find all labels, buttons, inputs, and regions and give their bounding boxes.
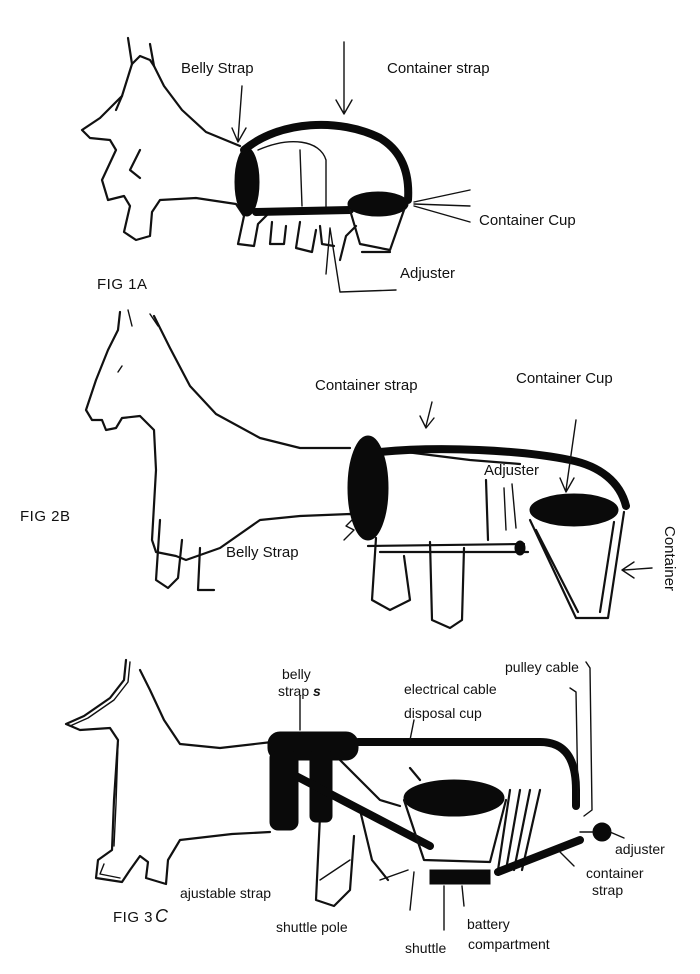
fig2b-arrow-adjuster bbox=[503, 483, 517, 531]
fig2b-adjuster-knob bbox=[514, 540, 526, 556]
fig1a-arrow-adjuster bbox=[325, 227, 397, 293]
fig2b-container-cup-label: Container Cup bbox=[516, 370, 613, 387]
fig1a-adjuster-bar bbox=[252, 206, 354, 216]
fig3c-adjuster-knob bbox=[592, 822, 612, 842]
fig3c-shuttle-label: shuttle bbox=[405, 940, 447, 956]
fig2b-container-cup bbox=[529, 493, 619, 527]
fig2b-adjuster-label: Adjuster bbox=[484, 462, 540, 479]
fig1a-container-strap bbox=[240, 120, 413, 204]
fig2b-dog-back bbox=[152, 314, 522, 466]
fig3c-disposal-body bbox=[402, 798, 508, 864]
fig2b-arrow-belly bbox=[343, 519, 355, 541]
fig3c-container-strap-line2: strap bbox=[592, 882, 624, 898]
fig1a-arrow-cup bbox=[413, 189, 471, 223]
fig2b-dog-legs bbox=[154, 478, 490, 630]
fig1a-container-cup-label: Container Cup bbox=[479, 212, 576, 229]
fig1a-container-cup bbox=[347, 191, 409, 217]
fig3c-dog-back bbox=[138, 668, 422, 782]
fig3c-dog-outline-shadow bbox=[69, 661, 131, 879]
fig2b-dog-outline bbox=[84, 310, 370, 562]
fig2b-arrow-container bbox=[621, 561, 653, 579]
fig3c-dog-legs bbox=[314, 758, 402, 908]
fig2b-container-label: Container bbox=[661, 526, 678, 592]
fig3c-caption-mark: C bbox=[155, 906, 169, 926]
fig2b-drawing bbox=[84, 309, 653, 630]
fig3c-pulley-cable bbox=[569, 661, 593, 817]
fig3c-leader-lines bbox=[299, 695, 575, 931]
fig1a-container bbox=[338, 208, 406, 262]
fig3c-container-strap-top bbox=[354, 738, 580, 810]
fig3c-disposal-cup bbox=[403, 779, 505, 817]
fig2b-arrow-cup bbox=[559, 419, 577, 493]
fig2b-belly-strap-label: Belly Strap bbox=[226, 544, 299, 561]
fig1a-adjuster-label: Adjuster bbox=[400, 265, 456, 282]
fig3c-pulley-cable-label: pulley cable bbox=[505, 659, 579, 675]
fig2b-dog-head bbox=[117, 309, 159, 373]
fig3c-battery-compartment bbox=[429, 869, 491, 885]
fig3c-battery-line2: compartment bbox=[468, 936, 550, 952]
fig1a-container-strap-label: Container strap bbox=[387, 60, 490, 77]
fig3c-container-strap-line1: container bbox=[586, 865, 644, 881]
fig2b-container-strap bbox=[376, 445, 630, 510]
fig2b-arrow-strap bbox=[419, 401, 435, 429]
fig2b-container-strap-label: Container strap bbox=[315, 377, 418, 394]
fig3c-cables bbox=[496, 788, 542, 872]
fig3c-belly-straps-mark: s bbox=[313, 683, 321, 699]
fig1a-drawing bbox=[80, 36, 471, 293]
fig3c-disposal-cup-label: disposal cup bbox=[404, 705, 482, 721]
fig1a-arrow-belly bbox=[231, 85, 247, 143]
fig3c-belly-straps-line1: belly bbox=[282, 666, 311, 682]
fig3c-ajustable-strap-label: ajustable strap bbox=[180, 885, 272, 901]
fig3c-bottom-strap bbox=[494, 836, 584, 876]
fig3c-adjuster-label: adjuster bbox=[615, 841, 665, 857]
fig2b-container bbox=[528, 510, 626, 620]
fig3c-belly-straps-text: strap bbox=[278, 683, 310, 699]
fig1a-belly-strap bbox=[234, 147, 260, 217]
fig1a-dog-legs bbox=[268, 220, 336, 254]
fig3c-shuttle-pole bbox=[292, 772, 434, 850]
fig1a-dog-outline bbox=[80, 36, 270, 248]
fig3c-dog-outline bbox=[64, 658, 272, 886]
fig3c-drawing bbox=[64, 658, 625, 931]
fig1a-strap-inner bbox=[257, 141, 327, 213]
fig1a-arrow-container-strap bbox=[335, 41, 353, 115]
fig2b-adjuster-bar bbox=[366, 542, 530, 554]
fig1a-caption: FIG 1A bbox=[97, 276, 148, 293]
fig2b-belly-strap bbox=[347, 435, 389, 541]
fig3c-belly-strap-left bbox=[269, 749, 299, 831]
fig3c-battery-line1: battery bbox=[467, 916, 510, 932]
fig3c-belly-straps-line2: strap s bbox=[278, 684, 321, 698]
fig3c-electrical-cable-label: electrical cable bbox=[404, 681, 497, 697]
fig3c-shuttle-pole-label: shuttle pole bbox=[276, 919, 348, 935]
fig2b-caption: FIG 2B bbox=[20, 508, 71, 525]
fig3c-adjuster-line bbox=[579, 831, 625, 839]
fig1a-belly-strap-label: Belly Strap bbox=[181, 60, 254, 77]
fig3c-caption-text: FIG 3 bbox=[113, 909, 154, 926]
fig1a-dog-head bbox=[114, 54, 156, 180]
